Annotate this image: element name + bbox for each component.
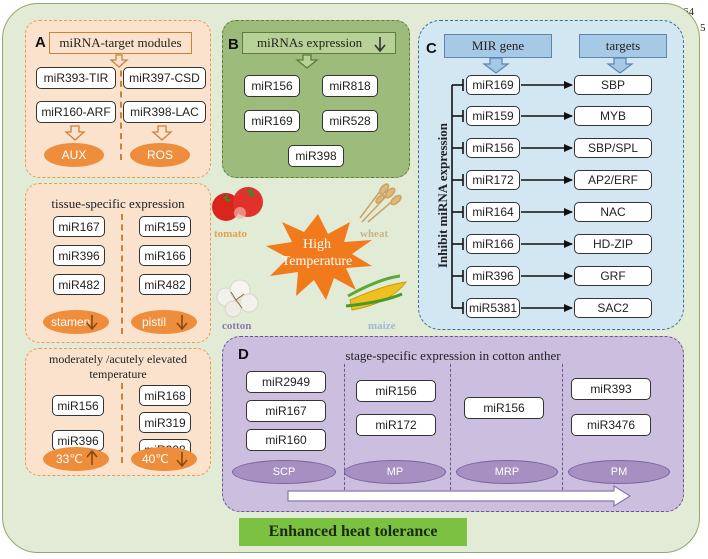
expression-mirna-box: miR169 — [244, 110, 300, 132]
temperature-mirna-box: miR156 — [52, 395, 104, 416]
module-box: miR398-LAC — [123, 101, 206, 123]
target-box: SBP — [574, 75, 652, 95]
tissue-mirna-box: miR396 — [53, 245, 105, 266]
stage-oval: MRP — [456, 460, 558, 484]
panel-d-letter: D — [238, 346, 249, 363]
mir-gene-box: miR166 — [466, 234, 520, 254]
page-number-fragment: 5 — [700, 22, 706, 34]
stage-oval: MP — [344, 460, 446, 484]
tissue-mirna-box: miR159 — [139, 216, 191, 237]
tissue-mirna-box: miR482 — [139, 274, 191, 295]
target-box: NAC — [574, 202, 652, 222]
temperature-title-line1: moderately /acutely elevated — [49, 352, 187, 366]
anther-title: stage-specific expression in cotton anth… — [345, 348, 561, 363]
modules-title: miRNA-target modules — [49, 32, 192, 54]
stage-mirna-box: miR156 — [356, 380, 436, 402]
stage-mirna-box: miR167 — [246, 400, 326, 422]
tissue-output-oval: stamen — [43, 310, 109, 334]
module-output-oval: ROS — [130, 143, 190, 167]
mir-gene-box: miR164 — [466, 202, 520, 222]
tissue-output-oval: pistil — [131, 310, 197, 334]
expression-title: miRNAs expression — [242, 32, 396, 54]
panel-b-letter: B — [228, 36, 239, 53]
mir-gene-box: miR396 — [466, 266, 520, 286]
stage-oval: PM — [568, 460, 670, 484]
temperature-divider — [121, 383, 123, 463]
stage-mirna-box: miR160 — [246, 429, 326, 451]
crop-label-maize: maize — [368, 320, 396, 332]
high-temperature-line1: High — [303, 237, 331, 252]
module-output-oval: AUX — [44, 143, 104, 167]
panel-a-letter: A — [35, 34, 46, 51]
panel-c-letter: C — [426, 40, 437, 57]
stage-mirna-box: miR2949 — [246, 371, 326, 393]
high-temperature-line2: Temperature — [281, 254, 353, 269]
mir-gene-box: miR169 — [466, 75, 520, 95]
tissue-mirna-box: miR167 — [53, 216, 105, 237]
mir-gene-box: miR159 — [466, 106, 520, 126]
mir-gene-header: MIR gene — [444, 34, 552, 58]
stage-mirna-box: miR393 — [571, 378, 651, 400]
expression-mirna-box: miR818 — [322, 75, 378, 97]
stage-divider — [450, 364, 451, 490]
stage-oval: SCP — [232, 460, 336, 484]
expression-mirna-box: miR398 — [288, 145, 344, 167]
stage-divider — [562, 364, 563, 490]
target-box: MYB — [574, 106, 652, 126]
module-box: miR393-TIR — [36, 67, 116, 89]
tissue-divider — [121, 214, 123, 334]
target-box: SAC2 — [574, 298, 652, 318]
temperature-mirna-box: miR168 — [139, 385, 191, 406]
temperature-mirna-box: miR319 — [139, 412, 191, 433]
temperature-title-line2: temperature — [89, 367, 147, 381]
crop-label-cotton: cotton — [222, 320, 252, 332]
target-box: SBP/SPL — [574, 138, 652, 158]
expression-mirna-box: miR156 — [244, 75, 300, 97]
temperature-output-oval: 40℃ — [131, 447, 197, 471]
targets-header: targets — [579, 34, 667, 58]
module-box: miR160-ARF — [36, 101, 116, 123]
stage-mirna-box: miR3476 — [571, 414, 651, 436]
inhibit-expression-label: Inhibit miRNA expression — [435, 123, 450, 269]
target-box: GRF — [574, 266, 652, 286]
tissue-mirna-box: miR166 — [139, 245, 191, 266]
module-box: miR397-CSD — [123, 67, 206, 89]
stage-mirna-box: miR156 — [464, 397, 544, 419]
stage-divider — [344, 364, 345, 490]
mir-gene-box: miR172 — [466, 170, 520, 190]
temperature-output-oval: 33℃ — [43, 447, 109, 471]
mir-gene-box: miR5381 — [466, 298, 520, 318]
stage-mirna-box: miR172 — [356, 414, 436, 436]
tissue-mirna-box: miR482 — [53, 274, 105, 295]
target-box: AP2/ERF — [574, 170, 652, 190]
tissue-title: tissue-specific expression — [51, 196, 185, 211]
crop-label-tomato: tomato — [214, 228, 247, 240]
modules-divider — [120, 60, 122, 160]
target-box: HD-ZIP — [574, 234, 652, 254]
high-temperature-label: High Temperature — [262, 236, 372, 270]
mir-gene-box: miR156 — [466, 138, 520, 158]
enhanced-heat-tolerance-label: Enhanced heat tolerance — [239, 518, 467, 546]
expression-mirna-box: miR528 — [322, 110, 378, 132]
